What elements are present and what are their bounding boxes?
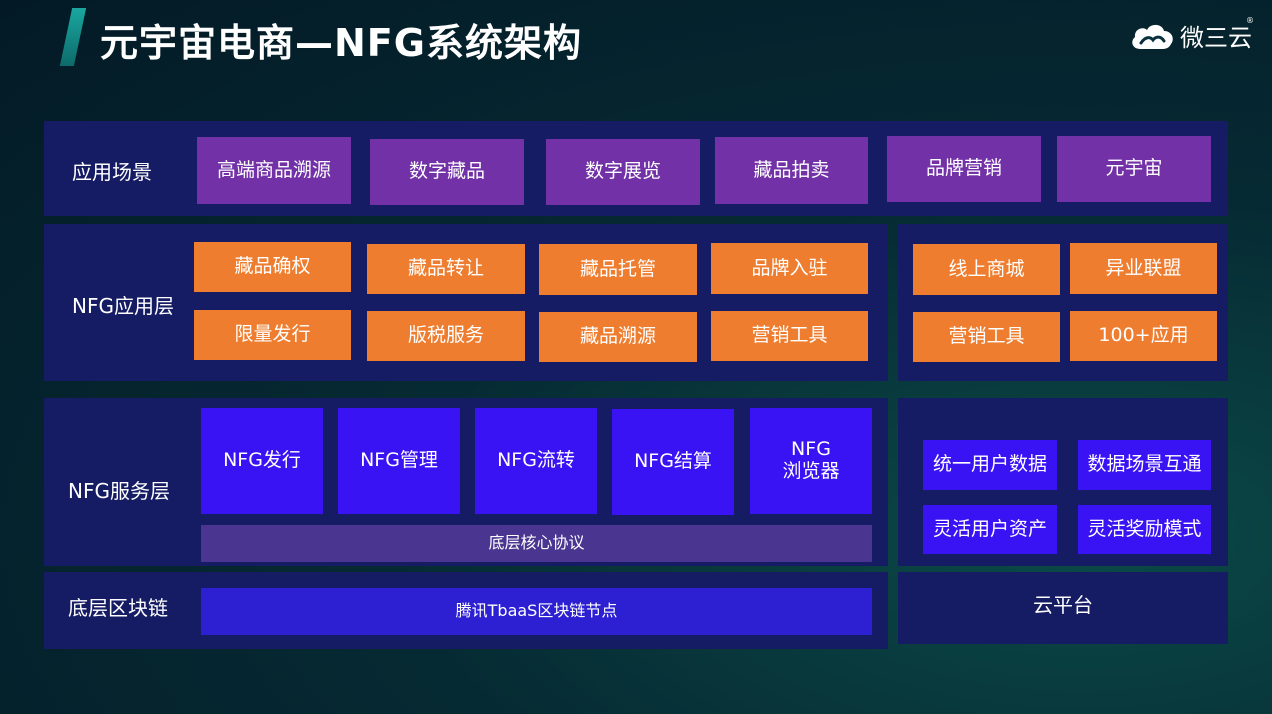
chain-layer-label: 底层区块链 — [68, 596, 168, 620]
logo-text: 微三云 — [1180, 24, 1252, 52]
app-item: 藏品确权 — [194, 242, 351, 292]
app-item: 藏品托管 — [539, 244, 697, 295]
app-item: 限量发行 — [194, 310, 351, 360]
scene-item: 元宇宙 — [1057, 136, 1211, 202]
app-right-item: 线上商城 — [913, 244, 1060, 295]
core-protocol-bar: 底层核心协议 — [201, 525, 872, 562]
app-item: 藏品溯源 — [539, 312, 697, 362]
scene-item: 高端商品溯源 — [197, 137, 351, 204]
registered-mark: ® — [1246, 16, 1254, 25]
brand-logo: 微三云 — [1128, 18, 1252, 53]
app-item: 藏品转让 — [367, 244, 525, 294]
service-right-item: 灵活奖励模式 — [1078, 505, 1211, 554]
service-item: NFG管理 — [338, 408, 460, 514]
scene-item: 品牌营销 — [887, 136, 1041, 202]
app-right-item: 营销工具 — [913, 312, 1060, 362]
service-right-item: 灵活用户资产 — [923, 505, 1057, 554]
service-item: NFG 浏览器 — [750, 408, 872, 514]
scene-item: 数字藏品 — [370, 139, 524, 205]
service-item: NFG发行 — [201, 408, 323, 514]
app-item: 营销工具 — [711, 311, 868, 361]
tbaas-node-bar: 腾讯TbaaS区块链节点 — [201, 588, 872, 635]
app-item: 品牌入驻 — [711, 243, 868, 294]
service-right-item: 统一用户数据 — [923, 440, 1057, 490]
scene-item: 藏品拍卖 — [715, 137, 868, 204]
title-accent-bar — [59, 8, 87, 66]
service-layer-label: NFG服务层 — [68, 479, 170, 503]
cloud-logo-icon — [1132, 24, 1173, 49]
scene-item: 数字展览 — [546, 139, 700, 205]
app-item: 版税服务 — [367, 311, 525, 361]
app-right-item: 100+应用 — [1070, 311, 1217, 361]
cloud-platform-label: 云平台 — [1033, 592, 1093, 617]
service-item: NFG结算 — [612, 409, 734, 515]
app-right-item: 异业联盟 — [1070, 243, 1217, 294]
app-layer-label: NFG应用层 — [72, 294, 174, 318]
cloud-panel — [898, 572, 1228, 644]
scene-label: 应用场景 — [72, 160, 152, 184]
service-right-item: 数据场景互通 — [1078, 440, 1211, 490]
service-item: NFG流转 — [475, 408, 597, 514]
page-title: 元宇宙电商—NFG系统架构 — [100, 21, 582, 65]
